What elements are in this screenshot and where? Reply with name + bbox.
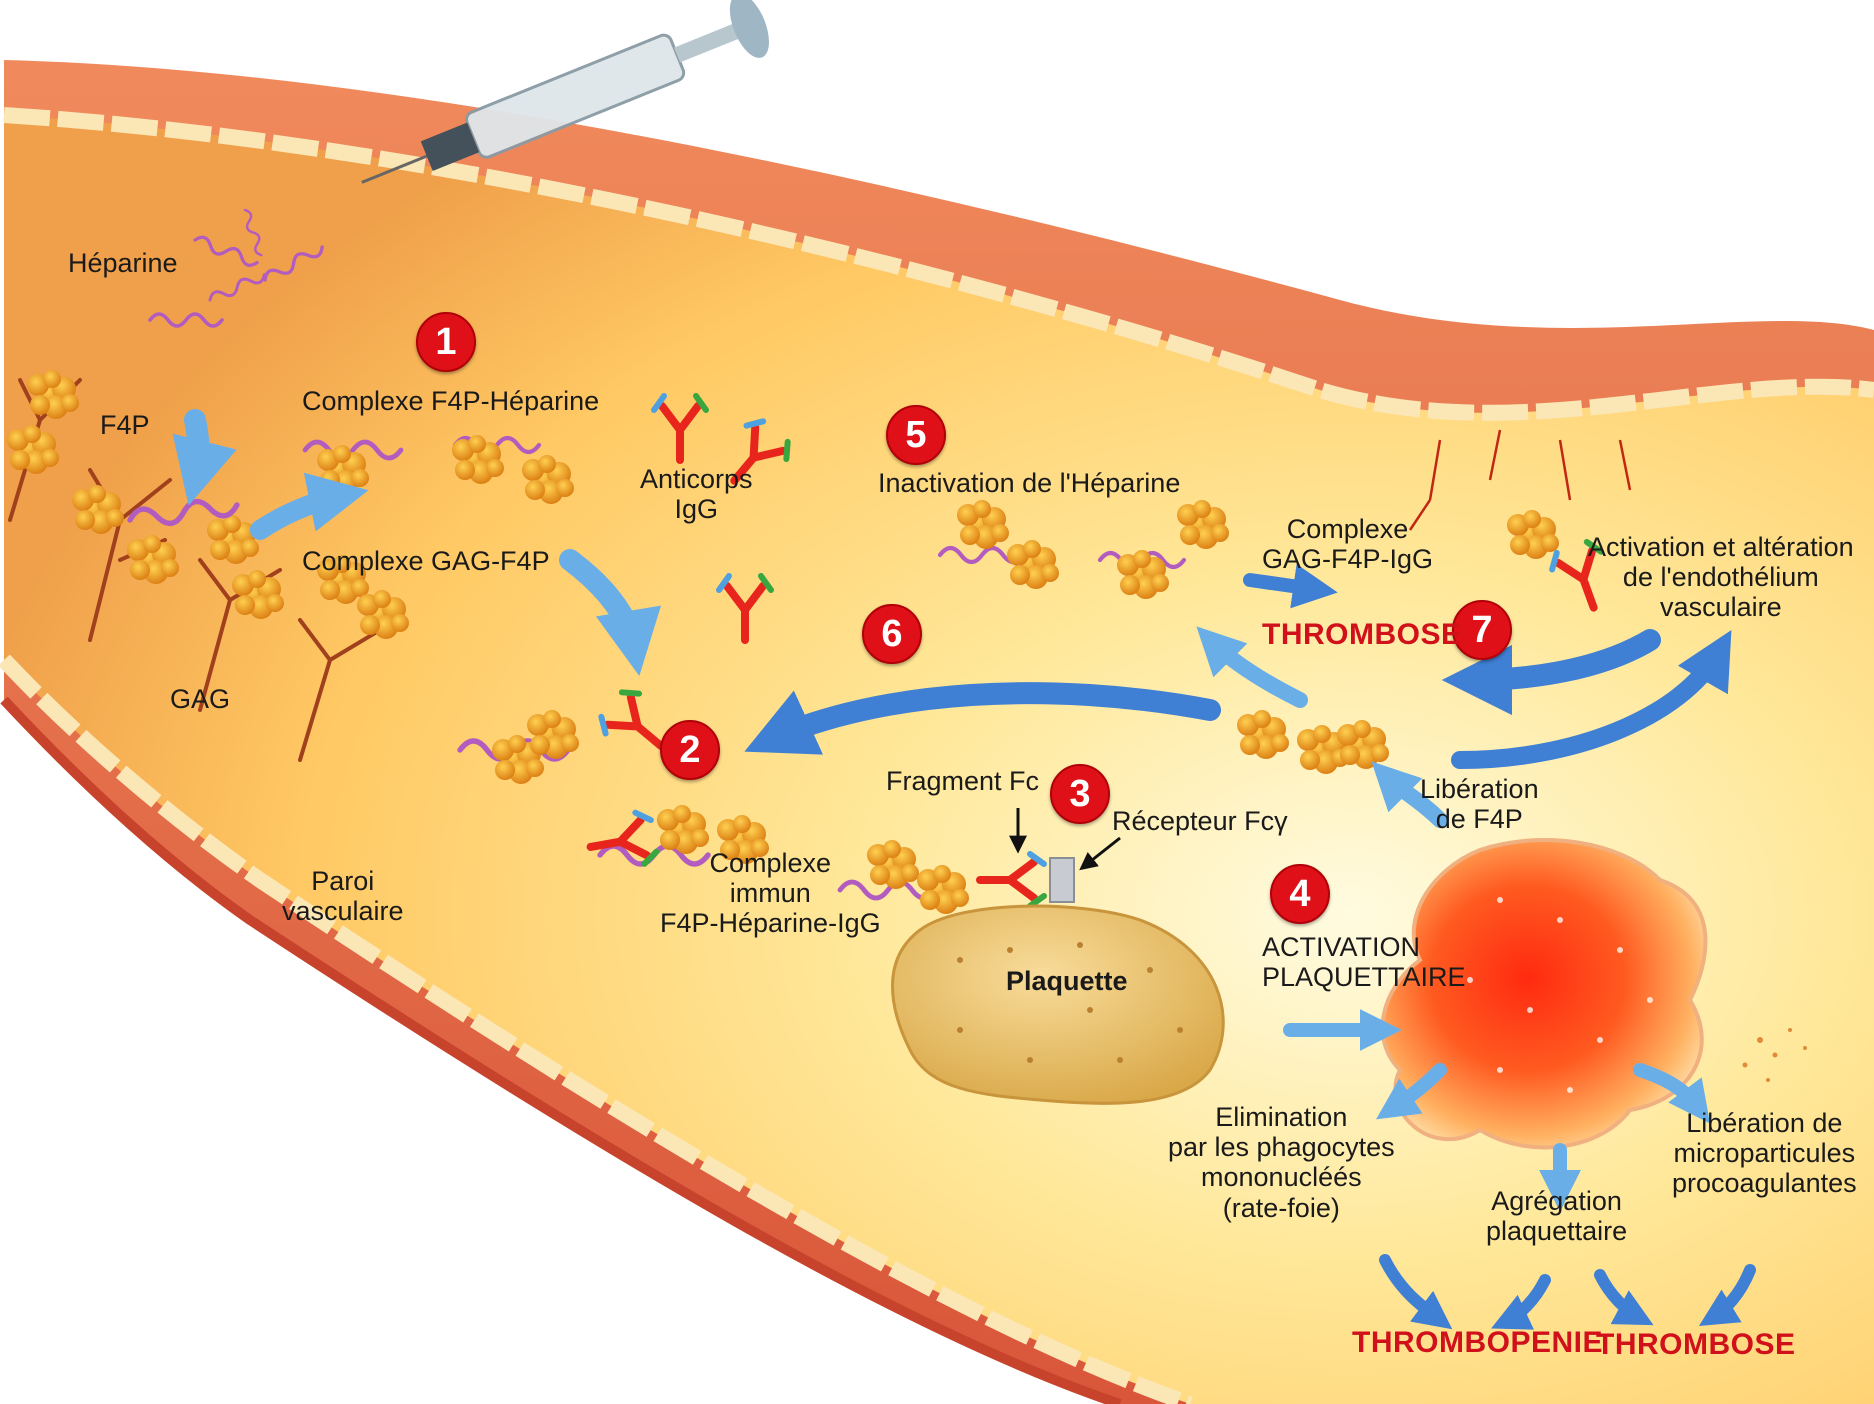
label-anticorps-igg: Anticorps IgG xyxy=(640,464,753,524)
label-f4p: F4P xyxy=(100,410,150,440)
activated-platelet-icon xyxy=(1383,840,1706,1147)
step-2-badge: 2 xyxy=(660,720,720,780)
label-complexe-immun-line3: F4P-Héparine-IgG xyxy=(660,908,881,938)
label-activation-plaq-line1: ACTIVATION xyxy=(1262,932,1420,962)
label-elimination-line3: mononucléés xyxy=(1201,1162,1362,1192)
label-complexe-gag-f4p: Complexe GAG-F4P xyxy=(302,546,550,576)
label-gag: GAG xyxy=(170,684,230,714)
label-thrombopenie: THROMBOPENIE xyxy=(1352,1326,1603,1360)
label-complexe-gag-igg-line2: GAG-F4P-IgG xyxy=(1262,544,1433,574)
label-anticorps-line1: Anticorps xyxy=(640,464,753,494)
step-5-badge: 5 xyxy=(886,405,946,465)
platelet-icon xyxy=(893,906,1224,1103)
label-paroi-vasculaire: Paroi vasculaire xyxy=(282,866,404,926)
step-4-badge: 4 xyxy=(1270,864,1330,924)
receptor-icon xyxy=(1050,858,1074,902)
label-activation-endo-line3: vasculaire xyxy=(1660,592,1782,622)
label-anticorps-line2: IgG xyxy=(675,494,719,524)
label-plaquette: Plaquette xyxy=(1006,966,1128,996)
label-complexe-immun-line1: Complexe xyxy=(710,848,832,878)
label-elimination-phagocytes: Elimination par les phagocytes mononuclé… xyxy=(1168,1102,1395,1223)
label-activation-plaq-line2: PLAQUETTAIRE xyxy=(1262,962,1466,992)
label-recepteur-fcgamma: Récepteur Fcγ xyxy=(1112,806,1288,836)
label-complexe-immun-line2: immun xyxy=(730,878,811,908)
label-thrombose-top: THROMBOSE xyxy=(1262,618,1462,652)
label-activation-endo-line2: de l'endothélium xyxy=(1623,562,1819,592)
step-1-badge: 1 xyxy=(416,312,476,372)
label-inactivation-heparine: Inactivation de l'Héparine xyxy=(878,468,1180,498)
step-6-badge: 6 xyxy=(862,604,922,664)
label-elimination-line1: Elimination xyxy=(1215,1102,1347,1132)
label-complexe-gag-igg-line1: Complexe xyxy=(1287,514,1409,544)
label-paroi-line1: Paroi xyxy=(311,866,374,896)
label-liberation-f4p-line1: Libération xyxy=(1420,774,1539,804)
label-thrombose-bottom: THROMBOSE xyxy=(1596,1328,1796,1362)
label-elimination-line2: par les phagocytes xyxy=(1168,1132,1395,1162)
label-agregation-line2: plaquettaire xyxy=(1486,1216,1627,1246)
label-microparticules-line3: procoagulantes xyxy=(1672,1168,1857,1198)
label-liberation-microparticules: Libération de microparticules procoagula… xyxy=(1672,1108,1857,1199)
label-liberation-f4p: Libération de F4P xyxy=(1420,774,1539,834)
step-3-badge: 3 xyxy=(1050,764,1110,824)
label-microparticules-line1: Libération de xyxy=(1686,1108,1842,1138)
label-activation-plaquettaire: ACTIVATION PLAQUETTAIRE xyxy=(1262,932,1466,992)
label-paroi-line2: vasculaire xyxy=(282,896,404,926)
label-agregation-line1: Agrégation xyxy=(1491,1186,1622,1216)
label-fragment-fc: Fragment Fc xyxy=(886,766,1039,796)
label-liberation-f4p-line2: de F4P xyxy=(1436,804,1523,834)
label-activation-endo-line1: Activation et altération xyxy=(1588,532,1854,562)
label-complexe-gag-f4p-igg: Complexe GAG-F4P-IgG xyxy=(1262,514,1433,574)
label-heparine: Héparine xyxy=(68,248,178,278)
label-agregation-plaquettaire: Agrégation plaquettaire xyxy=(1486,1186,1627,1246)
label-complexe-immun: Complexe immun F4P-Héparine-IgG xyxy=(660,848,881,939)
label-microparticules-line2: microparticules xyxy=(1674,1138,1856,1168)
label-complexe-f4p-heparine: Complexe F4P-Héparine xyxy=(302,386,599,416)
label-activation-endothelium: Activation et altération de l'endothéliu… xyxy=(1588,532,1854,623)
label-elimination-line4: (rate-foie) xyxy=(1223,1193,1340,1223)
